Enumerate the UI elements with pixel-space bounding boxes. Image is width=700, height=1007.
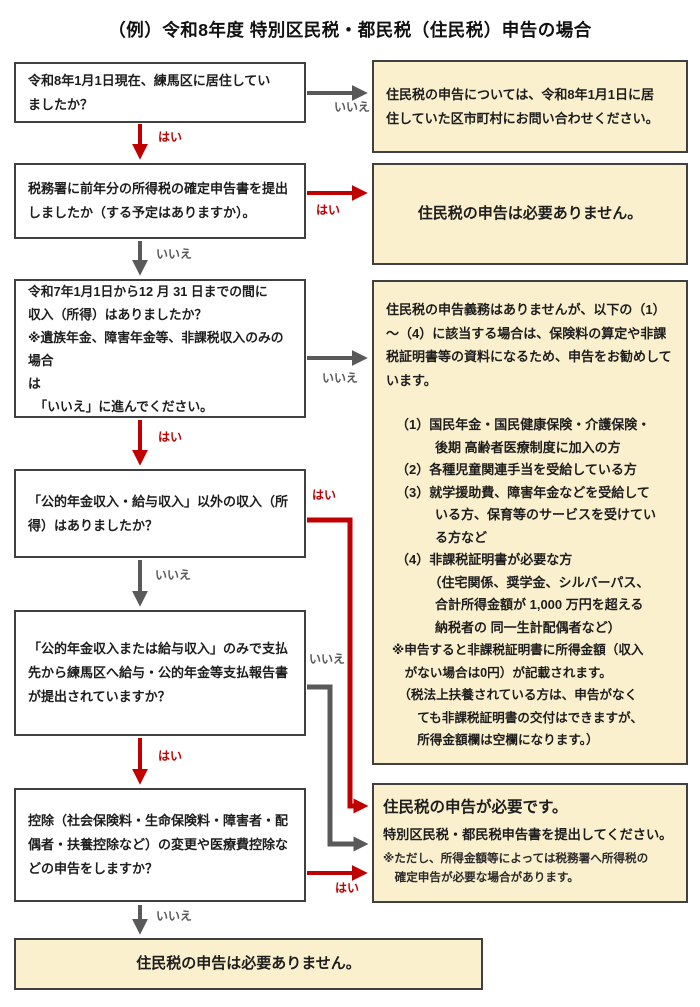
recommendation-item-3: （3）就学援助費、障害年金などを受給して いる方、保育等のサービスを受けてい る… bbox=[396, 484, 657, 545]
question-text: 「公的年金収入または給与収入」のみで支払 先から練馬区へ給与・公的年金等支払報告… bbox=[28, 641, 289, 704]
result-text: 住民税の申告については、令和8年1月1日に居 住していた区市町村にお問い合わせく… bbox=[386, 86, 659, 126]
question-box-income-tax-return: 税務署に前年分の所得税の確定申告書を提出 しましたか（する予定はありますか）。 bbox=[14, 163, 306, 239]
label-q4-yes: はい bbox=[312, 488, 337, 502]
question-box-residence: 令和8年1月1日現在、練馬区に居住してい ましたか？ bbox=[14, 62, 306, 123]
label-q1-no: いいえ bbox=[334, 100, 371, 114]
label-q2-yes: はい bbox=[316, 203, 341, 217]
recommendation-items: （1）国民年金・国民健康保険・介護保険・ 後期 高齢者医療制度に加入の方 （2）… bbox=[396, 414, 678, 639]
label-q5-yes: はい bbox=[158, 749, 183, 763]
label-q6-yes: はい bbox=[335, 881, 360, 895]
label-q6-no: いいえ bbox=[156, 909, 193, 923]
result-box-filing-required: 住民税の申告が必要です。 特別区民税・都民税申告書を提出してください。 ※ただし… bbox=[372, 783, 688, 903]
recommendation-note: ※申告すると非課税証明書に所得金額（収入 がない場合は0円）が記載されます。 （… bbox=[392, 643, 644, 747]
page-title: （例）令和8年度 特別区民税・都民税（住民税）申告の場合 bbox=[108, 20, 592, 40]
result-box-filing-recommended: 住民税の申告義務はありませんが、以下の（1） ～（4）に該当する場合は、保険料の… bbox=[372, 280, 688, 765]
question-text: 令和8年1月1日現在、練馬区に居住してい ましたか？ bbox=[28, 72, 271, 112]
recommendation-intro: 住民税の申告義務はありませんが、以下の（1） ～（4）に該当する場合は、保険料の… bbox=[386, 302, 672, 388]
filing-required-sub: 特別区民税・都民税申告書を提出してください。 bbox=[383, 827, 673, 842]
question-text: 控除（社会保険料・生命保険料・障害者・配 偶者・扶養控除など）の変更や医療費控除… bbox=[28, 813, 289, 876]
question-box-payment-report: 「公的年金収入または給与収入」のみで支払 先から練馬区へ給与・公的年金等支払報告… bbox=[14, 610, 306, 736]
question-text: 令和7年1月1日から12 月 31 日までの間に 収入（所得）はありましたか？ … bbox=[28, 283, 284, 414]
label-q2-no: いいえ bbox=[156, 247, 193, 261]
result-text: 住民税の申告は必要ありません。 bbox=[136, 955, 361, 972]
label-q5-no: いいえ bbox=[309, 652, 346, 666]
label-q4-no: いいえ bbox=[155, 568, 192, 582]
result-box-no-filing-needed-bottom: 住民税の申告は必要ありません。 bbox=[14, 938, 483, 990]
filing-required-note: ※ただし、所得金額等によっては税務署へ所得税の 確定申告が必要な場合があります。 bbox=[383, 852, 649, 884]
label-q3-yes: はい bbox=[158, 430, 183, 444]
filing-required-heading: 住民税の申告が必要です。 bbox=[383, 799, 568, 816]
question-box-deductions: 控除（社会保険料・生命保険料・障害者・配 偶者・扶養控除など）の変更や医療費控除… bbox=[14, 788, 306, 902]
result-box-no-filing-needed-top: 住民税の申告は必要ありません。 bbox=[372, 163, 688, 265]
result-box-contact-other-city: 住民税の申告については、令和8年1月1日に居 住していた区市町村にお問い合わせく… bbox=[372, 60, 688, 153]
recommendation-item-2: （2）各種児童関連手当を受給している方 bbox=[396, 462, 637, 477]
question-text: 税務署に前年分の所得税の確定申告書を提出 しましたか（する予定はありますか）。 bbox=[28, 181, 289, 220]
recommendation-item-4: （4）非課税証明書が必要な方 （住宅関係、奨学金、シルバーパス、 合計所得金額が… bbox=[396, 552, 650, 635]
question-box-other-income: 「公的年金収入・給与収入」以外の収入（所 得）はありましたか？ bbox=[14, 469, 306, 558]
question-text: 「公的年金収入・給与収入」以外の収入（所 得）はありましたか？ bbox=[28, 493, 289, 533]
recommendation-item-1: （1）国民年金・国民健康保険・介護保険・ 後期 高齢者医療制度に加入の方 bbox=[396, 417, 651, 455]
arrow-q5-no-elbow bbox=[307, 684, 369, 852]
result-text: 住民税の申告は必要ありません。 bbox=[417, 205, 643, 222]
label-q3-no: いいえ bbox=[322, 371, 359, 385]
question-box-had-income: 令和7年1月1日から12 月 31 日までの間に 収入（所得）はありましたか？ … bbox=[14, 279, 306, 418]
label-q1-yes: はい bbox=[158, 130, 183, 144]
